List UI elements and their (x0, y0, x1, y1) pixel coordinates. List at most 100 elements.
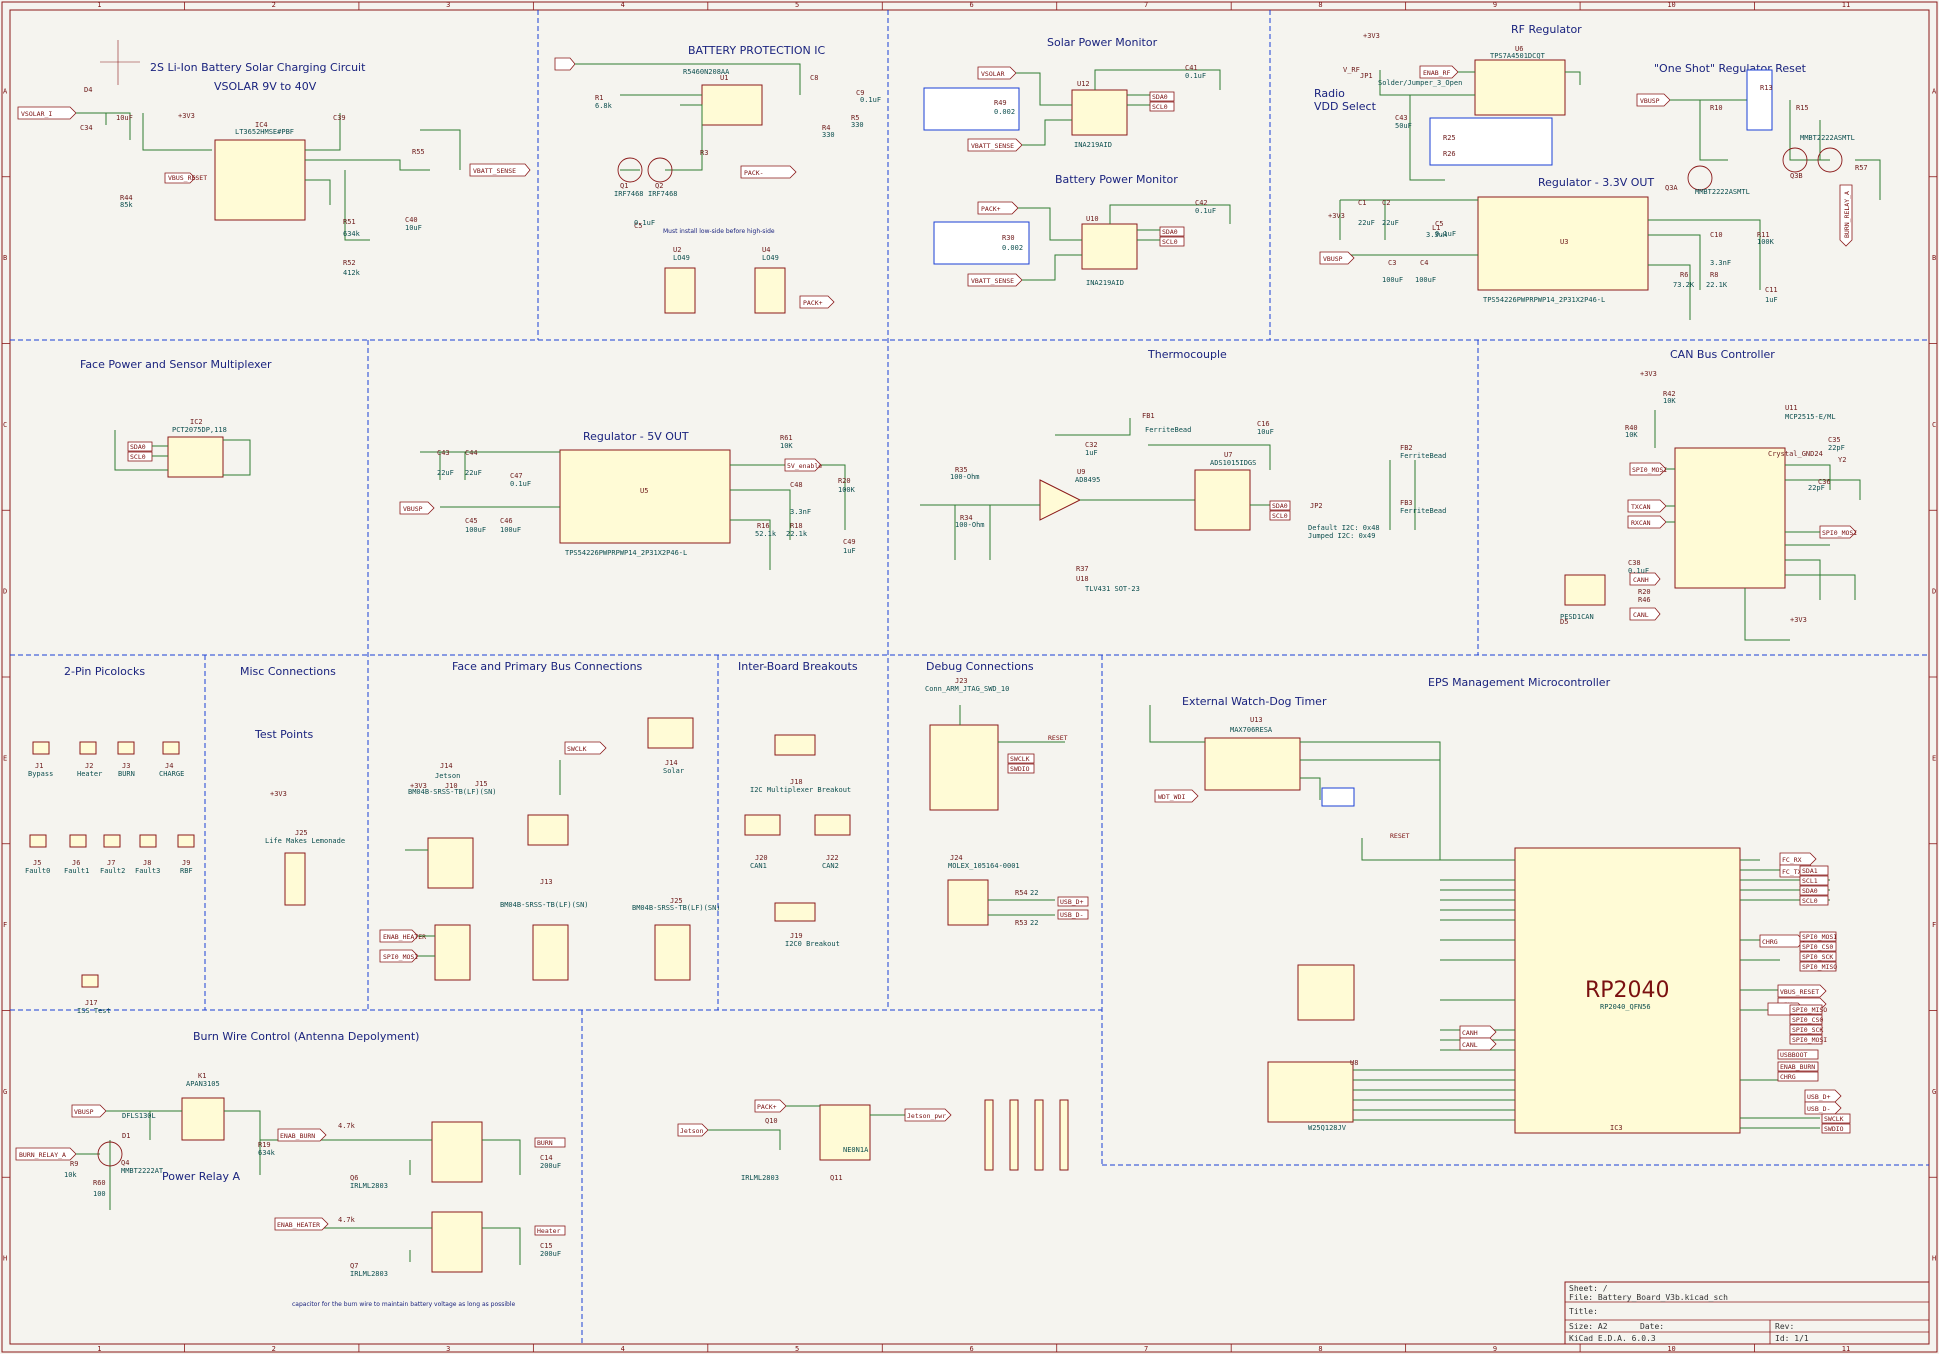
svg-text:4.7k: 4.7k (338, 1122, 356, 1130)
svg-text:Solar: Solar (663, 767, 684, 775)
svg-text:Jumped I2C: 0x49: Jumped I2C: 0x49 (1308, 532, 1375, 540)
svg-text:C14: C14 (540, 1154, 553, 1162)
svg-text:22pF: 22pF (1808, 484, 1825, 492)
ic4-ref: IC4 (255, 121, 268, 129)
svg-text:C15: C15 (540, 1242, 553, 1250)
section-title-oneshot: "One Shot" Regulator Reset (1654, 62, 1807, 75)
svg-text:0.1uF: 0.1uF (1195, 207, 1216, 215)
u9-val: AD8495 (1075, 476, 1100, 484)
svg-text:R11: R11 (1757, 231, 1770, 239)
column-marker: 8 (1318, 1345, 1322, 1353)
can-bus-controller: U11 MCP2515-E/ML SPI0_MOSI TXCAN RXCAN C… (1560, 370, 1861, 641)
svg-text:D4: D4 (84, 86, 92, 94)
power-monitors: VSOLAR VBATT_SENSE U12 INA219AID SDA0 SC… (923, 64, 1231, 287)
net-text: SPI0_MOSI (1822, 529, 1857, 537)
regulator-5v: U5 TPS54226PWPRPWP14_2P31X2P46-L VBUSP 5… (399, 434, 856, 570)
section-title-bpm: Battery Power Monitor (1055, 173, 1178, 186)
net-text: ENAB_HEATER (277, 1221, 320, 1229)
net-text: SCL0 (1162, 238, 1178, 246)
svg-text:10k: 10k (64, 1171, 77, 1179)
tb-id: Id: 1/1 (1775, 1334, 1809, 1343)
svg-text:100uF: 100uF (1415, 276, 1436, 284)
net-text: SWDIO (1824, 1125, 1844, 1133)
column-marker: 4 (621, 1345, 625, 1353)
section-title-facemux: Face Power and Sensor Multiplexer (80, 358, 272, 371)
svg-text:C46: C46 (500, 517, 513, 525)
svg-text:+3V3: +3V3 (270, 790, 287, 798)
svg-text:R52: R52 (343, 259, 356, 267)
svg-text:1uF: 1uF (1765, 296, 1778, 304)
net-text: VBUSP (403, 505, 423, 513)
svg-text:R25: R25 (1443, 134, 1456, 142)
u13-body (1204, 737, 1301, 791)
row-marker: H (1932, 1255, 1936, 1263)
svg-text:R10: R10 (1710, 104, 1723, 112)
svg-text:R49: R49 (994, 99, 1007, 107)
svg-text:C16: C16 (1257, 420, 1270, 428)
net-text: SPI0_SCK (1792, 1026, 1823, 1034)
svg-text:I2C0 Breakout: I2C0 Breakout (785, 940, 840, 948)
row-marker: D (3, 588, 7, 596)
net-text: SPI0_MISO (1792, 1006, 1827, 1014)
row-marker: F (3, 921, 7, 929)
svg-text:Q3B: Q3B (1790, 172, 1803, 180)
net-text: FC_RX (1782, 856, 1802, 864)
u5-body (559, 449, 731, 544)
svg-text:200uF: 200uF (540, 1250, 561, 1258)
section-title-reg33: Regulator - 3.3V OUT (1538, 176, 1654, 189)
net-text: SWDIO (1010, 765, 1030, 773)
svg-text:C39: C39 (333, 114, 346, 122)
svg-text:PESD1CAN: PESD1CAN (1560, 613, 1594, 621)
svg-text:22pF: 22pF (1828, 444, 1845, 452)
row-marker: E (3, 754, 7, 762)
tb-kicad: KiCad E.D.A. 6.0.3 (1569, 1334, 1656, 1343)
svg-text:J14: J14 (665, 759, 678, 767)
net-text: VBUS_RESET (1780, 988, 1819, 996)
j15-ref: J15 (475, 780, 488, 788)
svg-text:JP1: JP1 (1360, 72, 1373, 80)
q-heater-body (431, 1211, 483, 1273)
u2-ref: U2 (673, 246, 681, 254)
svg-text:5V_enable: 5V_enable (787, 462, 822, 470)
svg-text:R13: R13 (1760, 84, 1773, 92)
net-text: BURN_RELAY_A (1843, 191, 1851, 238)
svg-text:Fault2: Fault2 (100, 867, 125, 875)
j23-ref: J23 (955, 677, 968, 685)
net-text: SCL0 (1802, 897, 1818, 905)
net-text: TXCAN (1631, 503, 1651, 511)
u1-body (701, 84, 763, 126)
column-marker: 5 (795, 1, 799, 9)
svg-text:IRLML2803: IRLML2803 (350, 1182, 388, 1190)
svg-text:1uF: 1uF (1085, 449, 1098, 457)
u10-ref: U10 (1086, 215, 1099, 223)
svg-text:3.3nF: 3.3nF (790, 508, 811, 516)
svg-text:IRLML2803: IRLML2803 (350, 1270, 388, 1278)
net-text: PACK+ (757, 1103, 777, 1111)
svg-text:C8: C8 (810, 74, 818, 82)
svg-text:0.1uF: 0.1uF (634, 219, 655, 227)
svg-text:R3: R3 (700, 149, 708, 157)
svg-text:22uF: 22uF (465, 469, 482, 477)
u12-val: INA219AID (1074, 141, 1112, 149)
svg-text:R20: R20 (1638, 588, 1651, 596)
net-text: SDA0 (130, 443, 146, 451)
svg-text:J25: J25 (295, 829, 308, 837)
u4-ref: U4 (762, 246, 770, 254)
svg-text:R18: R18 (790, 522, 803, 530)
svg-text:MMBT2222AT: MMBT2222AT (121, 1167, 164, 1175)
q11-val: NE0N1A (843, 1146, 869, 1154)
svg-text:R51: R51 (343, 218, 356, 226)
svg-text:J6: J6 (72, 859, 80, 867)
svg-text:10K: 10K (1663, 397, 1676, 405)
svg-text:JP2: JP2 (1310, 502, 1323, 510)
net-text: SPI0_CS0 (1802, 943, 1833, 951)
svg-text:10uF: 10uF (116, 114, 133, 122)
svg-text:C45: C45 (465, 517, 478, 525)
svg-text:Solder/Jumper_3_Open: Solder/Jumper_3_Open (1378, 79, 1462, 87)
u1-ref: U1 (720, 74, 728, 82)
ic2-body (167, 436, 224, 478)
svg-text:R16: R16 (757, 522, 770, 530)
svg-text:Q10: Q10 (765, 1117, 778, 1125)
net-text: ENAB_RF (1423, 69, 1450, 77)
svg-text:J10: J10 (445, 782, 458, 790)
